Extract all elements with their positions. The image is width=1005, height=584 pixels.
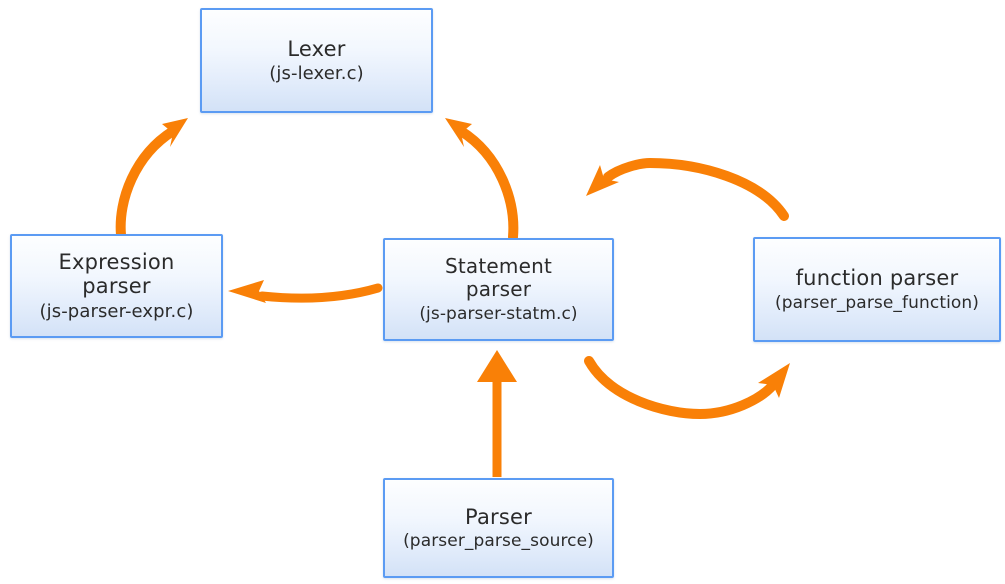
node-function-parser-title: function parser [795,266,959,291]
edge-function-parser-to-statement-parser [586,157,789,221]
node-statement-parser[interactable]: Statement parser (js-parser-statm.c) [383,238,614,341]
node-expression-parser[interactable]: Expression parser (js-parser-expr.c) [10,234,223,338]
node-lexer-subtitle: (js-lexer.c) [269,63,364,85]
node-statement-parser-title-line2: parser [465,277,532,302]
node-lexer[interactable]: Lexer (js-lexer.c) [200,8,433,113]
node-parser-subtitle: (parser_parse_source) [403,531,594,552]
node-function-parser[interactable]: function parser (parser_parse_function) [753,237,1001,342]
edge-parser-to-statement-parser [477,350,517,477]
node-statement-parser-subtitle: (js-parser-statm.c) [419,304,578,325]
edge-statement-parser-to-function-parser [584,356,790,420]
node-expression-parser-subtitle: (js-parser-expr.c) [39,301,194,323]
edge-statement-parser-to-lexer [445,118,519,242]
node-parser-title: Parser [465,504,532,529]
edge-statement-parser-to-expression-parser [228,280,383,303]
node-statement-parser-title: Statement [444,253,553,278]
node-lexer-title: Lexer [287,36,346,61]
node-expression-parser-title-line2: parser [82,274,151,299]
node-parser[interactable]: Parser (parser_parse_source) [383,478,614,578]
edge-expression-parser-to-lexer [115,118,188,240]
node-function-parser-subtitle: (parser_parse_function) [774,292,980,313]
node-expression-parser-title: Expression [58,249,175,274]
